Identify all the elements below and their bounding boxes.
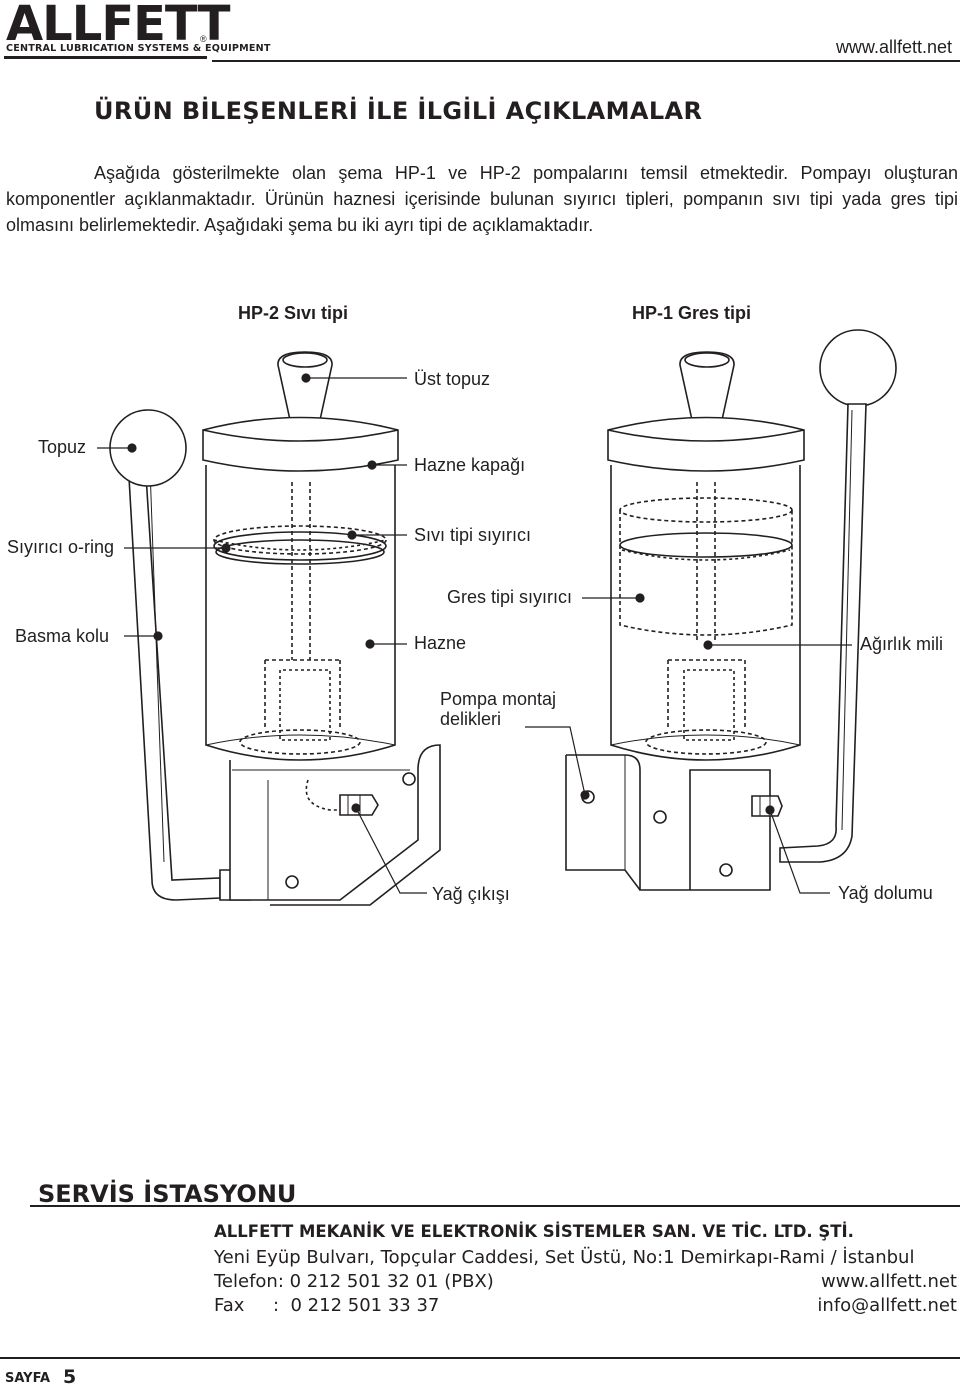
phone: Telefon: 0 212 501 32 01 (PBX) — [214, 1271, 494, 1292]
label-delikleri: delikleri — [440, 709, 502, 729]
logo-tagline: CENTRAL LUBRICATION SYSTEMS & EQUIPMENT — [6, 43, 271, 54]
title-hp2: HP-2 Sıvı tipi — [238, 303, 349, 323]
right-reservoir — [610, 465, 801, 761]
page-title: ÜRÜN BİLEŞENLERİ İLE İLGİLİ AÇIKLAMALAR — [94, 97, 703, 125]
left-bracket — [229, 744, 441, 906]
service-rule — [30, 1205, 960, 1207]
left-top-knob — [277, 351, 333, 421]
left-lid — [202, 416, 399, 472]
company-name: ALLFETT MEKANİK VE ELEKTRONİK SİSTEMLER … — [214, 1222, 854, 1241]
header-website[interactable]: www.allfett.net — [835, 37, 952, 57]
label-agirlik-mili: Ağırlık mili — [860, 634, 944, 654]
label-topuz: Topuz — [38, 437, 87, 457]
page-label: SAYFA — [5, 1371, 51, 1386]
page-number: 5 — [63, 1366, 77, 1388]
service-email[interactable]: info@allfett.net — [817, 1295, 957, 1316]
header-rule — [212, 60, 960, 62]
title-hp1: HP-1 Gres tipi — [632, 303, 752, 323]
label-pompa-montaj: Pompa montaj — [440, 689, 557, 709]
logo-underline — [4, 56, 207, 59]
label-gres-tipi-siyirici: Gres tipi sıyırıcı — [447, 587, 573, 607]
right-weight-rod — [779, 403, 867, 863]
label-basma-kolu: Basma kolu — [15, 626, 110, 646]
left-pump — [109, 351, 441, 906]
address: Yeni Eyüp Bulvarı, Topçular Caddesi, Set… — [214, 1247, 915, 1268]
service-title: SERVİS İSTASYONU — [38, 1180, 297, 1208]
right-bracket — [566, 754, 771, 891]
right-ball-knob — [819, 329, 897, 407]
leader-lines — [97, 373, 852, 894]
label-hazne: Hazne — [414, 633, 467, 653]
right-pump — [565, 329, 897, 891]
fax: Fax : 0 212 501 33 37 — [214, 1295, 440, 1316]
right-top-knob — [679, 351, 735, 421]
label-sivi-tipi-siyirici: Sıvı tipi sıyırıcı — [414, 525, 532, 545]
label-yag-cikisi: Yağ çıkışı — [432, 884, 510, 904]
service-website[interactable]: www.allfett.net — [820, 1271, 957, 1292]
intro-paragraph: Aşağıda gösterilmekte olan şema HP-1 ve … — [6, 163, 958, 235]
logo: ALLFETT — [6, 0, 230, 52]
footer-rule — [0, 1357, 960, 1359]
label-hazne-kapagi: Hazne kapağı — [414, 455, 526, 475]
label-ust-topuz: Üst topuz — [414, 369, 491, 389]
right-lid — [607, 416, 805, 472]
registered-mark: ® — [200, 34, 207, 44]
left-reservoir — [205, 465, 396, 761]
label-yag-dolumu: Yağ dolumu — [838, 883, 933, 903]
label-siyirici-oring: Sıyırıcı o-ring — [7, 537, 115, 557]
left-lever — [127, 459, 221, 901]
